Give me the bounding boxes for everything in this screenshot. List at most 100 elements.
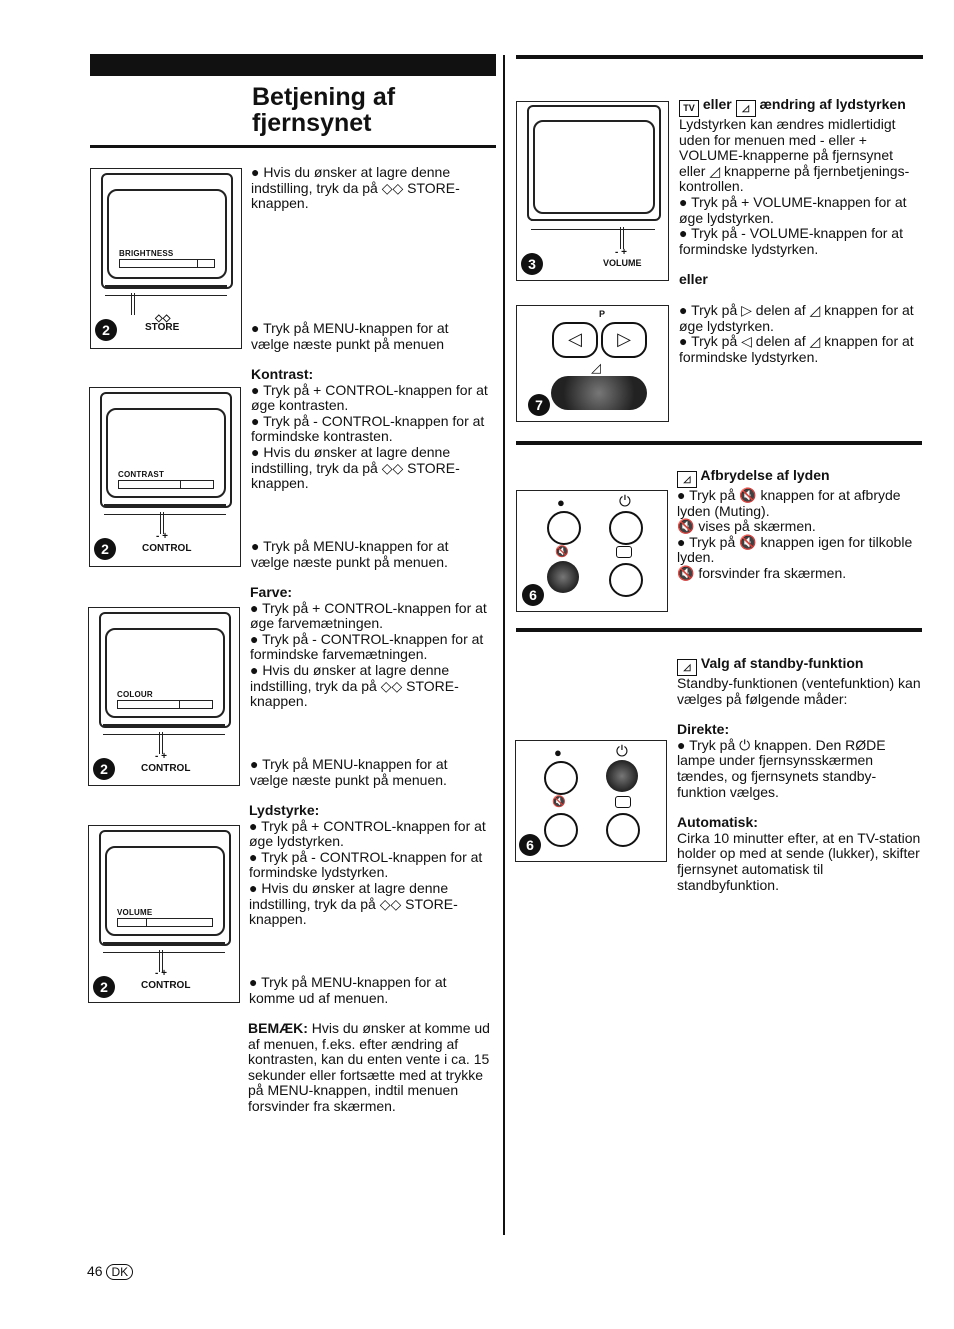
button-symbol: - + xyxy=(156,531,168,542)
heading-text: Valg af standby-funktion xyxy=(700,655,864,671)
step-number: 3 xyxy=(521,253,543,275)
note-text: Hvis du ønsker at komme ud af menuen, f.… xyxy=(248,1020,490,1114)
kontrast-section: Kontrast: ● Tryk på + CONTROL-knappen fo… xyxy=(251,366,493,492)
left-text-4: ● Tryk på MENU-knappen for at vælge næst… xyxy=(250,756,488,788)
mute-icon: 🔇 xyxy=(555,546,569,558)
tv-figure-colour: COLOUR - + CONTROL 2 xyxy=(88,607,240,786)
bullet: ● Tryk på ▷ delen af ◿ knappen for at øg… xyxy=(679,301,914,334)
heading-eller: eller xyxy=(702,96,732,112)
heading-text: ændring af lydstyrken xyxy=(759,96,906,112)
bullet: ● Tryk på + CONTROL-knappen for at øge f… xyxy=(250,599,487,632)
standby-figure: ● ⏻ 🔇 6 xyxy=(515,740,667,862)
page-title: Betjening af fjernsynet xyxy=(252,84,492,136)
note-label: BEMÆK: xyxy=(248,1020,308,1036)
power-icon: ● xyxy=(554,745,562,760)
paragraph: Cirka 10 minutter efter, at en TV-statio… xyxy=(677,829,921,893)
bullet: ● Tryk på + VOLUME-knappen for at øge ly… xyxy=(679,193,907,226)
button-symbol: ◇◇ xyxy=(155,313,171,324)
left-text-1: ● Hvis du ønsker at lagre denne indstill… xyxy=(251,164,489,212)
tv-body xyxy=(99,830,231,946)
button-stem xyxy=(159,950,163,972)
osd-slider xyxy=(117,918,213,927)
lydstyrke-section: Lydstyrke: ● Tryk på + CONTROL-knappen f… xyxy=(249,802,491,928)
note: BEMÆK: Hvis du ønsker at komme ud af men… xyxy=(248,1020,494,1115)
line: 🔇 forsvinder fra skærmen. xyxy=(677,564,847,581)
header-bar-left xyxy=(90,54,496,76)
osd-label: CONTRAST xyxy=(118,470,165,479)
paragraph: Lydstyrken kan ændres midlertidigt uden … xyxy=(679,116,910,195)
column-divider xyxy=(503,55,505,1235)
button-label: CONTROL xyxy=(141,980,191,991)
tv-icon: TV xyxy=(679,100,699,117)
tv-bezel xyxy=(103,724,225,735)
subheading: Automatisk: xyxy=(677,814,758,831)
tv-figure-volume: VOLUME - + CONTROL 2 xyxy=(88,825,240,1003)
button-symbol: - + xyxy=(155,968,167,979)
tv-bezel xyxy=(103,942,225,953)
button-circle xyxy=(544,813,578,847)
osd-label: VOLUME xyxy=(117,908,153,917)
mute-icon: 🔇 xyxy=(552,796,566,808)
standby-icon: ⏻ xyxy=(616,743,628,760)
mute-figure: ● ⏻ 🔇 6 xyxy=(516,490,668,612)
header-bar-right xyxy=(516,55,923,59)
button-circle xyxy=(609,563,643,597)
osd-label: COLOUR xyxy=(117,690,153,699)
bullet: ● Tryk på 🔇 knappen for at afbryde lyden… xyxy=(677,487,901,519)
standby-section: ◿ Valg af standby-funktion Standby-funkt… xyxy=(677,655,923,893)
button-label: VOLUME xyxy=(603,258,642,268)
bullet: ● Tryk på + CONTROL-knappen for at øge l… xyxy=(249,817,486,850)
speaker-icon: ◿ xyxy=(677,659,697,676)
heading-text: Afbrydelse af lyden xyxy=(700,467,830,483)
tv-body xyxy=(99,612,231,728)
bullet: ● Tryk på ⏻ knappen. Den RØDE lampe unde… xyxy=(677,736,886,800)
tv-body xyxy=(100,392,232,508)
button-circle xyxy=(544,761,578,795)
bullet: ● Tryk på - VOLUME-knappen for at formin… xyxy=(679,225,903,257)
bullet: ● Hvis du ønsker at lagre denne indstill… xyxy=(249,879,458,928)
tv-bezel xyxy=(531,219,655,230)
step-number: 2 xyxy=(95,319,117,341)
left-text-3: ● Tryk på MENU-knappen for at vælge næst… xyxy=(251,538,489,570)
title-line-2: fjernsynet xyxy=(252,109,372,137)
left-text-2: ● Tryk på MENU-knappen for at vælge næst… xyxy=(251,320,489,352)
button-label: CONTROL xyxy=(142,543,192,554)
country-badge: DK xyxy=(106,1264,134,1280)
step-number: 2 xyxy=(93,758,115,780)
bullet: ● Tryk på - CONTROL-knappen for at formi… xyxy=(249,848,483,881)
tv-body xyxy=(101,173,233,289)
bullet: ● Tryk på - CONTROL-knappen for at formi… xyxy=(250,630,484,663)
tv-screen xyxy=(533,120,655,214)
right-rule-2 xyxy=(516,628,922,632)
eller-label: eller xyxy=(679,271,708,288)
button-circle xyxy=(609,511,643,545)
button-stem xyxy=(159,732,163,754)
farve-section: Farve: ● Tryk på + CONTROL-knappen for a… xyxy=(250,584,492,710)
step-number: 7 xyxy=(528,394,550,416)
remote-volume-figure: P ◁ ▷ ◿ 7 xyxy=(516,305,669,422)
section-heading: ◿ Valg af standby-funktion xyxy=(677,655,923,676)
bullet: ● Tryk på ◁ delen af ◿ knappen for at fo… xyxy=(679,333,914,365)
mute-section: ◿ Afbrydelse af lyden ● Tryk på 🔇 knappe… xyxy=(677,467,923,582)
button-circle xyxy=(606,813,640,847)
button-stem xyxy=(131,293,135,315)
section-heading: Farve: xyxy=(250,584,293,600)
button-stem xyxy=(620,227,624,249)
title-rule xyxy=(90,145,496,148)
section-heading: TV eller ◿ ændring af lydstyrken xyxy=(679,96,923,117)
step-number: 6 xyxy=(519,834,541,856)
program-label: P xyxy=(599,309,606,319)
volume-icon: ◿ xyxy=(591,360,601,375)
page-number: 46 xyxy=(87,1263,103,1279)
tv-figure-contrast: CONTRAST - + CONTROL 2 xyxy=(89,387,241,567)
subheading: Direkte: xyxy=(677,721,730,738)
step-number: 2 xyxy=(93,976,115,998)
paragraph: ● Tryk på MENU-knappen for at vælge næst… xyxy=(251,320,449,352)
section-heading: Lydstyrke: xyxy=(249,802,320,818)
step-number: 2 xyxy=(94,538,116,560)
osd-slider xyxy=(117,700,213,709)
paragraph: ● Tryk på MENU-knappen for at vælge næst… xyxy=(250,756,448,788)
right-rule-1 xyxy=(516,441,922,445)
osd-label: BRIGHTNESS xyxy=(119,249,174,258)
mute-button-pressed xyxy=(547,561,579,593)
